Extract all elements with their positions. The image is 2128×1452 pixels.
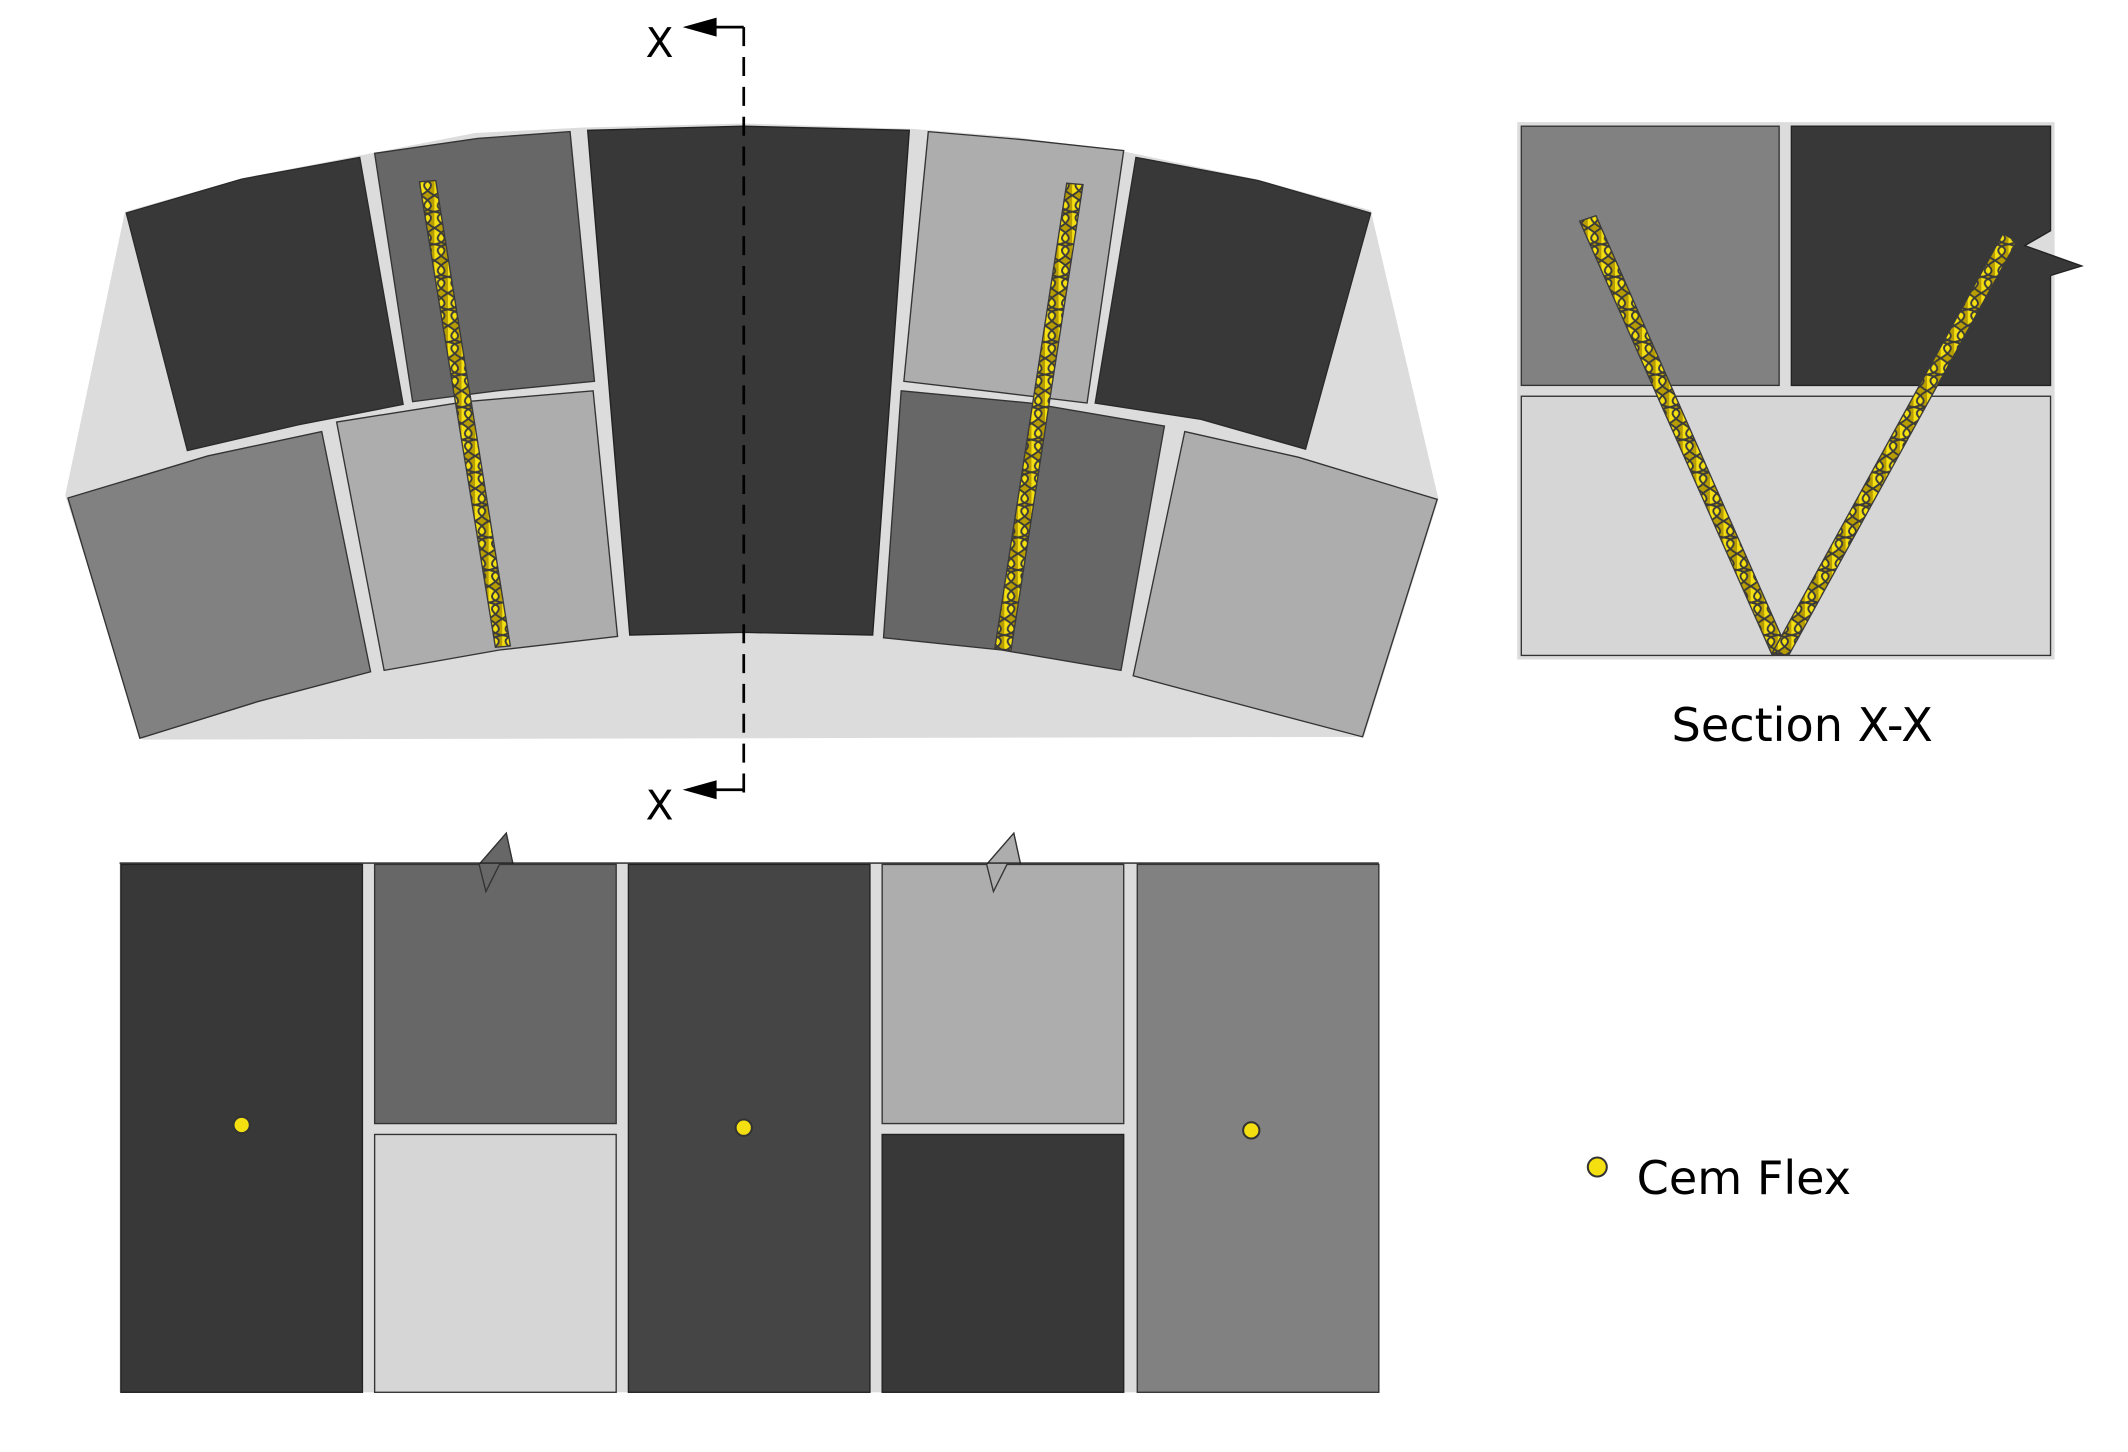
legend: Cem Flex [1586, 1151, 1851, 1205]
plan-block-upper-2 [373, 130, 596, 403]
plan-block-lower-1 [67, 430, 372, 740]
plan-rope-right [994, 182, 1084, 651]
section-title: Section X-X [1672, 698, 1933, 752]
cem-flex-dot-icon [1586, 1156, 1608, 1178]
plan-block-keystone [586, 125, 911, 636]
plan-view: X X [65, 17, 1439, 830]
elevation-view [119, 831, 1380, 1393]
elevation-block-2-bottom [373, 1133, 617, 1393]
plan-block-lower-5 [1132, 430, 1439, 738]
section-rope-right [1771, 232, 2018, 657]
section-view: Section X-X [1517, 122, 2084, 752]
plan-block-upper-5 [1094, 156, 1372, 451]
cem-flex-dot-icon [1242, 1121, 1261, 1140]
arrow-left-icon [682, 17, 717, 37]
arrow-left-icon [682, 780, 717, 800]
elevation-block-4-bottom [881, 1133, 1125, 1393]
elevation-block-2-top [373, 831, 617, 1125]
plan-block-upper-1 [125, 156, 404, 452]
section-block-top-right [1790, 125, 2084, 387]
section-marker-top: X [646, 19, 674, 67]
cem-flex-dot-icon [734, 1118, 753, 1137]
section-marker-bottom: X [646, 782, 674, 830]
cem-flex-dot-icon [232, 1115, 251, 1135]
section-block-bottom [1520, 395, 2052, 657]
plan-rope-left [418, 179, 512, 649]
plan-block-upper-4 [903, 130, 1125, 404]
elevation-block-4-top [881, 831, 1125, 1125]
legend-label-cem-flex: Cem Flex [1637, 1151, 1851, 1205]
